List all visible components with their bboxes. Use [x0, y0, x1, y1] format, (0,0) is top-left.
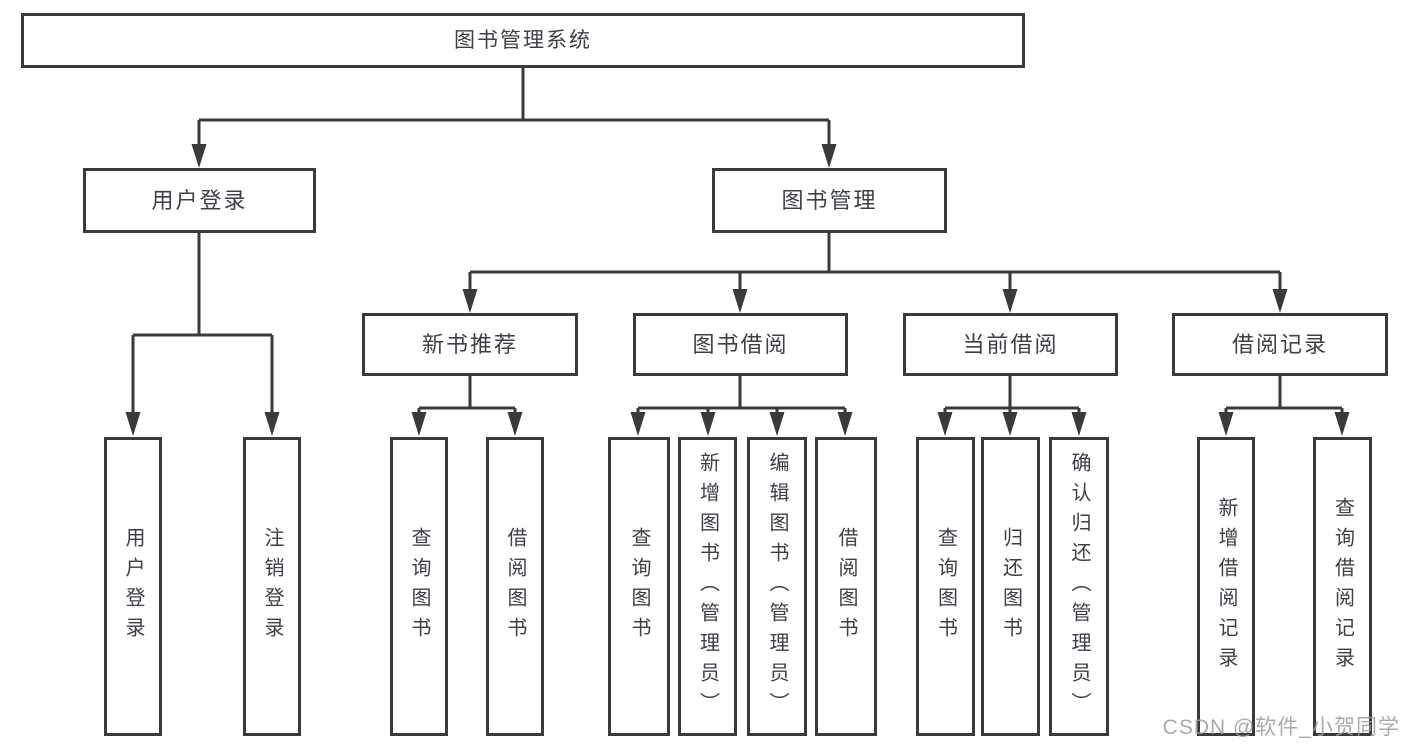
leaf-br-add-record-label: 新增借阅记录: [1215, 496, 1237, 677]
leaf-cb-query-books-label: 查询图书: [934, 526, 957, 647]
node-user-login: 用户登录: [83, 168, 316, 233]
leaf-br-query-record: 查询借阅记录: [1313, 437, 1372, 736]
node-root: 图书管理系统: [21, 13, 1025, 68]
leaf-cb-return-books: 归还图书: [981, 437, 1040, 736]
connector-lines: [131, 68, 1344, 432]
leaf-br-add-record: 新增借阅记录: [1197, 437, 1255, 736]
leaf-cb-return-books-label: 归还图书: [999, 526, 1022, 647]
node-new-book-recommend: 新书推荐: [362, 313, 578, 376]
node-new-book-recommend-label: 新书推荐: [421, 331, 518, 357]
leaf-bb-query-books: 查询图书: [608, 437, 670, 736]
leaf-cb-confirm-return-admin-label: 确认归还（管理员）: [1068, 451, 1090, 722]
leaf-bb-borrow-books: 借阅图书: [815, 437, 877, 736]
node-borrow-records-label: 借阅记录: [1231, 331, 1328, 357]
node-book-management-label: 图书管理: [781, 187, 878, 213]
leaf-nb-borrow-books-label: 借阅图书: [504, 526, 526, 647]
node-book-borrow-label: 图书借阅: [692, 331, 789, 357]
leaf-nb-query-books: 查询图书: [390, 437, 448, 736]
node-user-login-label: 用户登录: [151, 187, 248, 213]
leaf-bb-edit-books-admin-label: 编辑图书（管理员）: [766, 451, 788, 722]
leaf-nb-query-books-label: 查询图书: [408, 526, 430, 647]
leaf-bb-edit-books-admin: 编辑图书（管理员）: [747, 437, 807, 736]
leaf-bb-query-books-label: 查询图书: [628, 526, 650, 647]
watermark-text: CSDN @软件_小贺同学: [1162, 716, 1400, 739]
node-book-borrow: 图书借阅: [633, 313, 848, 376]
leaf-logout-label: 注销登录: [261, 526, 283, 647]
leaf-user-login: 用户登录: [104, 437, 162, 736]
leaf-bb-add-books-admin-label: 新增图书（管理员）: [696, 451, 719, 722]
node-borrow-records: 借阅记录: [1172, 313, 1388, 376]
leaf-br-query-record-label: 查询借阅记录: [1331, 496, 1354, 677]
leaf-bb-add-books-admin: 新增图书（管理员）: [678, 437, 737, 736]
node-current-borrow-label: 当前借阅: [962, 331, 1059, 357]
leaf-cb-query-books: 查询图书: [916, 437, 975, 736]
node-book-management: 图书管理: [712, 168, 947, 233]
leaf-user-login-label: 用户登录: [122, 526, 144, 647]
arrowheads: [125, 144, 1350, 436]
node-root-label: 图书管理系统: [454, 29, 592, 52]
node-current-borrow: 当前借阅: [903, 313, 1118, 376]
leaf-logout: 注销登录: [243, 437, 301, 736]
leaf-bb-borrow-books-label: 借阅图书: [835, 526, 857, 647]
leaf-cb-confirm-return-admin: 确认归还（管理员）: [1049, 437, 1109, 736]
leaf-nb-borrow-books: 借阅图书: [486, 437, 544, 736]
